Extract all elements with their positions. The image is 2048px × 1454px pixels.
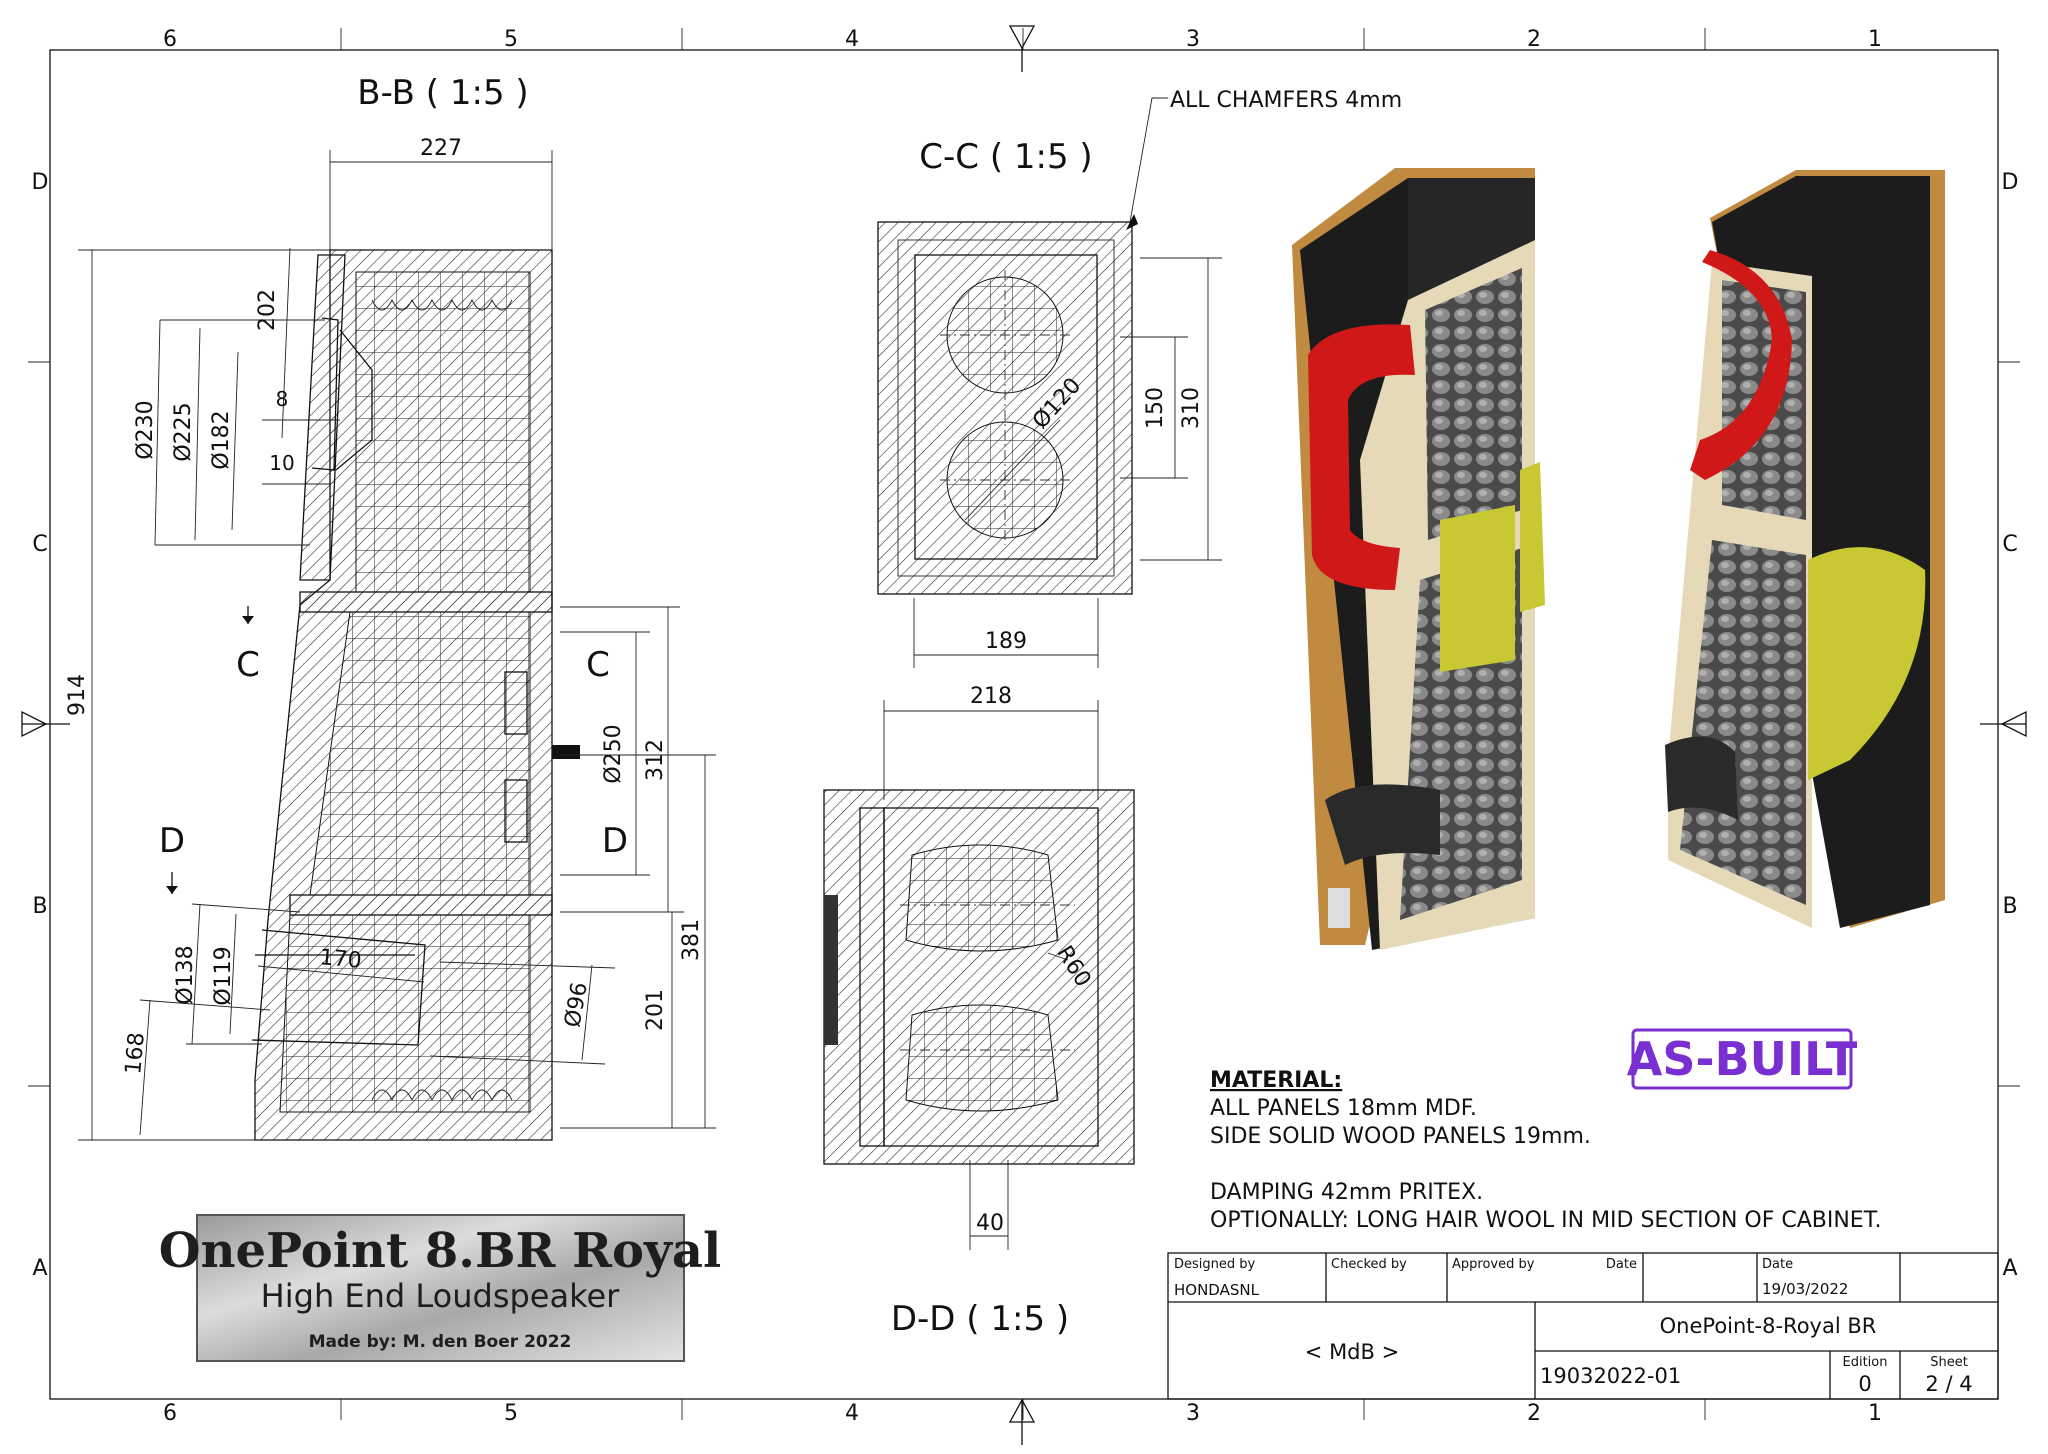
frame-col-label: 2 <box>1527 27 1541 52</box>
frame-row-label: C <box>2002 532 2017 557</box>
frame-col-label: 4 <box>845 1401 859 1426</box>
date-label: Date <box>1762 1257 1793 1272</box>
frame-col-label: 1 <box>1868 1401 1882 1426</box>
dim-8: 8 <box>276 387 289 411</box>
dim-202: 202 <box>255 289 280 331</box>
plate-line1: OnePoint 8.BR Royal <box>159 1223 722 1279</box>
material-heading: MATERIAL: <box>1210 1068 1342 1093</box>
section-bb-title: B-B ( 1:5 ) <box>357 73 528 113</box>
sheet-value: 2 / 4 <box>1925 1372 1972 1396</box>
section-view-bb: B-B ( 1:5 ) 227 914 <box>65 73 716 1141</box>
approved-by-label: Approved by <box>1452 1257 1535 1272</box>
doc-number: 19032022-01 <box>1540 1364 1681 1388</box>
dim-227: 227 <box>420 136 462 161</box>
edition-label: Edition <box>1843 1355 1888 1370</box>
dim-914: 914 <box>65 674 90 716</box>
frame-col-label: 6 <box>163 27 177 52</box>
section-mark-c-left: C <box>236 645 260 685</box>
dim-170: 170 <box>319 945 363 974</box>
frame-row-label: D <box>2002 170 2019 195</box>
frame-row-label: A <box>32 1256 47 1281</box>
dim-150: 150 <box>1143 387 1168 429</box>
designed-by-value: HONDASNL <box>1174 1281 1260 1299</box>
section-view-cc: C-C ( 1:5 ) Ø120 150 310 189 <box>877 137 1222 668</box>
dim-201: 201 <box>643 989 668 1031</box>
chamfer-note: ALL CHAMFERS 4mm <box>1126 88 1402 230</box>
dim-218: 218 <box>970 684 1012 709</box>
designed-by-label: Designed by <box>1174 1257 1256 1272</box>
section-mark-d-right: D <box>602 821 628 861</box>
stamp-text: AS-BUILT <box>1627 1032 1858 1086</box>
plate-line3: Made by: M. den Boer 2022 <box>309 1332 572 1352</box>
frame-col-label: 5 <box>504 27 518 52</box>
cabinet-render-right <box>1665 170 1945 928</box>
dim-10: 10 <box>269 451 294 475</box>
date-label: Date <box>1606 1257 1637 1272</box>
section-mark-c-right: C <box>586 645 610 685</box>
dim-dia119: Ø119 <box>211 946 236 1005</box>
frame-row-label: D <box>32 170 49 195</box>
dim-312: 312 <box>643 739 668 781</box>
dim-dia138: Ø138 <box>173 945 198 1004</box>
material-line: SIDE SOLID WOOD PANELS 19mm. <box>1210 1124 1591 1149</box>
material-line: ALL PANELS 18mm MDF. <box>1210 1096 1477 1121</box>
section-cc-title: C-C ( 1:5 ) <box>919 137 1092 177</box>
frame-row-label: A <box>2002 1256 2017 1281</box>
section-mark-d-left: D <box>159 821 185 861</box>
frame-col-label: 6 <box>163 1401 177 1426</box>
part-name: OnePoint-8-Royal BR <box>1660 1314 1877 1338</box>
sheet-label: Sheet <box>1930 1355 1968 1370</box>
dim-dia182: Ø182 <box>209 410 234 469</box>
dim-310: 310 <box>1179 387 1204 429</box>
dim-dia250: Ø250 <box>601 724 626 783</box>
frame-col-label: 5 <box>504 1401 518 1426</box>
dim-dia96: Ø96 <box>560 980 592 1029</box>
title-block: Designed by HONDASNL Checked by Approved… <box>1167 1252 1999 1400</box>
drawing-frame: 6 5 4 3 2 1 6 5 4 3 2 1 D C B A D C B A <box>21 25 2027 1445</box>
dim-168: 168 <box>121 1031 150 1075</box>
frame-col-label: 3 <box>1186 27 1200 52</box>
as-built-stamp: AS-BUILT <box>1627 1028 1858 1090</box>
dim-381: 381 <box>679 919 704 961</box>
section-dd-title: D-D ( 1:5 ) <box>891 1299 1069 1339</box>
nameplate: OnePoint 8.BR Royal High End Loudspeaker… <box>159 1214 722 1362</box>
date-value: 19/03/2022 <box>1762 1280 1848 1298</box>
frame-col-label: 1 <box>1868 27 1882 52</box>
frame-col-label: 3 <box>1186 1401 1200 1426</box>
material-line: DAMPING 42mm PRITEX. <box>1210 1180 1483 1205</box>
frame-col-label: 4 <box>845 27 859 52</box>
checked-by-label: Checked by <box>1331 1257 1407 1272</box>
dim-dia225: Ø225 <box>171 402 196 461</box>
company-name: < MdB > <box>1305 1340 1399 1364</box>
frame-col-label: 2 <box>1527 1401 1541 1426</box>
frame-row-label: B <box>2002 894 2017 919</box>
material-notes: MATERIAL: ALL PANELS 18mm MDF. SIDE SOLI… <box>1210 1068 1882 1233</box>
section-view-dd: 218 R60 40 D-D ( 1:5 ) <box>823 684 1135 1339</box>
cabinet-render-left <box>1292 168 1545 950</box>
chamfer-note-text: ALL CHAMFERS 4mm <box>1170 88 1402 113</box>
material-line: OPTIONALLY: LONG HAIR WOOL IN MID SECTIO… <box>1210 1208 1882 1233</box>
edition-value: 0 <box>1858 1372 1871 1396</box>
frame-row-label: C <box>32 532 47 557</box>
frame-row-label: B <box>32 894 47 919</box>
dim-dia230: Ø230 <box>133 400 158 459</box>
plate-line2: High End Loudspeaker <box>261 1277 621 1315</box>
dim-189: 189 <box>985 629 1027 654</box>
dim-40: 40 <box>976 1211 1004 1236</box>
